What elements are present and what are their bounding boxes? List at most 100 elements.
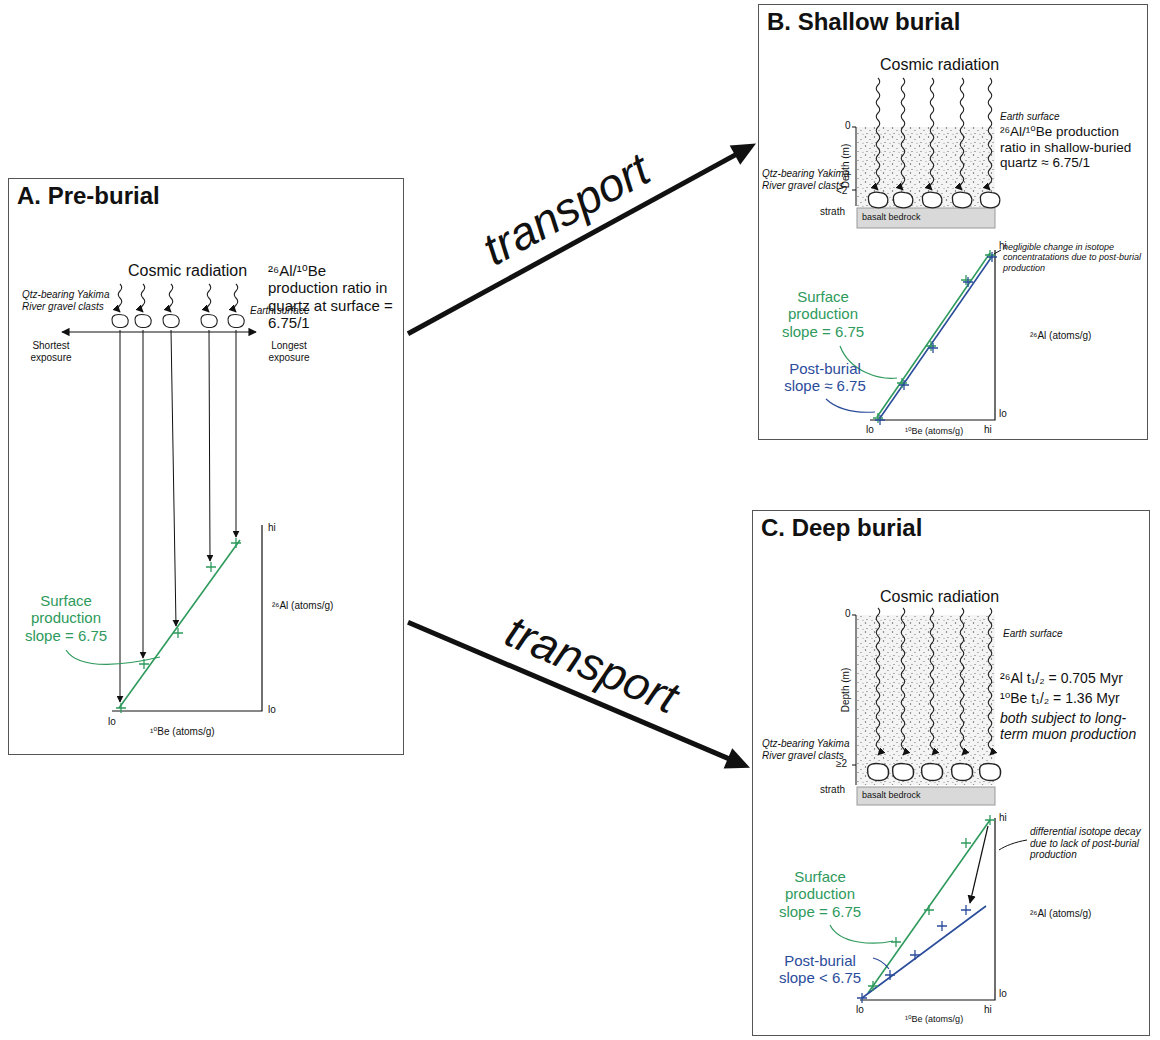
data-point — [963, 277, 973, 287]
gravel-clast — [893, 192, 912, 208]
data-point — [875, 415, 885, 425]
cosmic-ray — [960, 78, 964, 190]
annotation-label: both subject to long-term muon productio… — [1000, 710, 1148, 742]
cosmic-ray — [169, 284, 173, 312]
decay-arrow — [970, 826, 988, 903]
gravel-clast — [135, 314, 151, 327]
annotation-label: ¹⁰Be (atoms/g) — [150, 726, 215, 738]
panel-title: B. Shallow burial — [759, 5, 1147, 35]
leader-line — [999, 840, 1027, 850]
annotation-label: Cosmic radiation — [880, 56, 999, 74]
cosmic-ray — [901, 608, 905, 755]
data-point — [985, 250, 995, 260]
gravel-clast — [980, 764, 1001, 781]
annotation-label: Qtz-bearing Yakima River gravel clasts — [22, 289, 112, 312]
cosmic-ray — [234, 284, 238, 312]
gravel-clast — [952, 192, 971, 208]
gravel-clast — [163, 314, 179, 327]
cosmic-ray — [876, 608, 880, 755]
annotation-label: Shortest exposure — [20, 340, 82, 363]
annotation-label: 0 — [845, 608, 851, 620]
data-point — [139, 659, 149, 669]
annotation-label: hi — [984, 424, 992, 436]
data-point — [899, 380, 909, 390]
annotation-label: Cosmic radiation — [880, 588, 999, 606]
annotation-label: strath — [820, 206, 845, 218]
annotation-label: Cosmic radiation — [128, 262, 247, 280]
annotation-label: ²⁶Al (atoms/g) — [1030, 330, 1091, 342]
data-point — [926, 341, 936, 351]
annotation-label: Post-burial slope < 6.75 — [770, 952, 870, 987]
annotation-label: Longest exposure — [258, 340, 320, 363]
annotation-label: Post-burial slope ≈ 6.75 — [775, 360, 875, 395]
cosmic-ray — [876, 78, 880, 190]
annotation-label: differential isotope decay due to lack o… — [1030, 826, 1142, 861]
gravel-clast — [868, 192, 887, 208]
annotation-label: hi — [984, 1004, 992, 1016]
cosmic-ray — [960, 608, 964, 755]
annotation-label: basalt bedrock — [862, 212, 921, 222]
edge-label: transport — [500, 607, 685, 720]
data-point — [857, 993, 867, 1003]
data-point — [116, 703, 126, 713]
edge-label: transport — [475, 145, 656, 272]
annotation-label: lo — [268, 704, 276, 716]
gravel-clast — [952, 764, 973, 781]
cosmic-ray — [141, 284, 145, 312]
cosmic-ray — [901, 78, 905, 190]
data-point — [937, 921, 947, 931]
data-point — [173, 628, 183, 638]
data-point — [961, 905, 971, 915]
annotation-label: ¹⁰Be (atoms/g) — [905, 426, 963, 436]
post-burial-line — [880, 255, 993, 418]
annotation-label: strath — [820, 784, 845, 796]
data-point — [910, 950, 920, 960]
post-burial-line — [862, 906, 986, 998]
annotation-label: basalt bedrock — [862, 790, 921, 800]
production-line — [877, 253, 990, 417]
annotation-label: lo — [999, 988, 1007, 1000]
gravel-clast — [228, 314, 244, 327]
gravel-clast — [922, 192, 941, 208]
annotation-label: Surface production slope = 6.75 — [765, 868, 875, 920]
annotation-label: 0 — [845, 120, 851, 132]
transport-arrow — [408, 144, 756, 334]
depth-axis — [852, 127, 856, 206]
leader-line — [66, 650, 160, 664]
annotation-label: hi — [268, 522, 276, 534]
production-line — [119, 540, 240, 708]
annotation-label: Earth surface — [1003, 628, 1062, 640]
cosmic-ray — [988, 78, 992, 190]
annotation-label: ¹⁰Be t₁/₂ = 1.36 Myr — [1000, 690, 1120, 706]
annotation-label: hi — [999, 240, 1007, 252]
plot-axes — [112, 525, 262, 711]
plot-axes — [860, 818, 995, 1000]
annotation-label: ¹⁰Be (atoms/g) — [905, 1014, 963, 1024]
gravel-clast — [922, 764, 943, 781]
plot-axes — [870, 250, 995, 420]
annotation-label: Surface production slope = 6.75 — [768, 288, 878, 340]
data-point — [873, 413, 883, 423]
data-point — [924, 905, 934, 915]
data-point — [206, 562, 216, 572]
production-line — [868, 820, 990, 993]
exposure-axis — [62, 331, 256, 332]
annotation-label: ²⁶Al/¹⁰Be production ratio in quartz at … — [268, 262, 400, 331]
bedrock — [857, 787, 995, 805]
panel-title: C. Deep burial — [753, 511, 1149, 541]
annotation-label: lo — [108, 716, 116, 728]
data-point — [231, 538, 241, 548]
annotation-label: lo — [999, 408, 1007, 420]
data-point — [961, 275, 971, 285]
leader-line — [830, 925, 893, 943]
annotation-label: Qtz-bearing Yakima River gravel clasts — [762, 738, 854, 761]
data-point — [868, 981, 878, 991]
data-point — [987, 252, 997, 262]
cosmic-ray — [988, 608, 992, 755]
annotation-label: ²⁶Al/¹⁰Be production ratio in shallow-bu… — [1000, 124, 1146, 171]
annotation-label: Earth surface — [1000, 111, 1059, 123]
gravel-clast — [201, 314, 217, 327]
gravel-clast — [893, 764, 914, 781]
annotation-label: Earth surface — [250, 305, 309, 317]
